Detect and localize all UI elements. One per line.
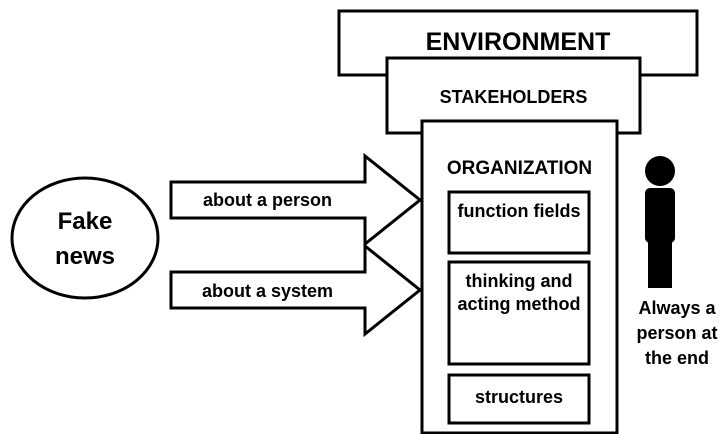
stakeholders-label: STAKEHOLDERS bbox=[439, 87, 588, 107]
environment-label: ENVIRONMENT bbox=[425, 28, 611, 56]
function-fields-box bbox=[447, 190, 591, 255]
structures-box bbox=[447, 373, 591, 425]
arrow-system-label: about a system bbox=[201, 281, 334, 301]
thinking-acting-label: thinking and acting method bbox=[457, 271, 581, 315]
fake-news-ellipse bbox=[10, 176, 160, 300]
thinking-acting-box bbox=[447, 260, 591, 366]
function-fields-label: function fields bbox=[457, 201, 581, 221]
person-silhouette-icon bbox=[645, 156, 675, 288]
arrow-system bbox=[169, 242, 423, 338]
arrow-person bbox=[169, 152, 423, 248]
person-caption: Always a person at the end bbox=[636, 298, 718, 369]
arrow-person-label: about a person bbox=[202, 190, 332, 210]
fake-news-label: Fake news bbox=[54, 208, 116, 270]
structures-label: structures bbox=[474, 387, 564, 407]
organization-label: ORGANIZATION bbox=[446, 158, 593, 179]
